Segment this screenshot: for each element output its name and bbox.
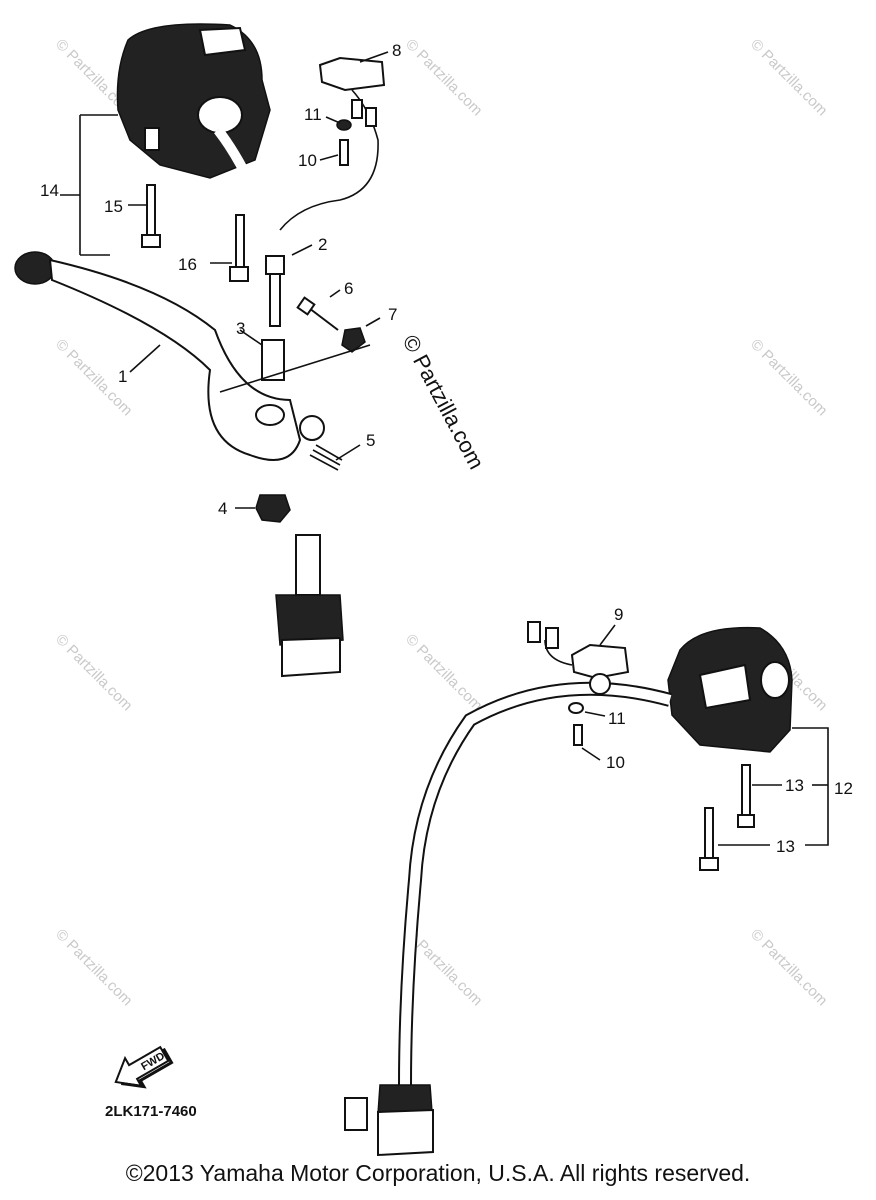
callout-2: 2 xyxy=(318,235,327,254)
right-switch-assembly xyxy=(344,621,793,1157)
left-leaders xyxy=(60,51,389,509)
watermark: © Partzilla.com xyxy=(747,36,830,119)
watermark: © Partzilla.com xyxy=(402,631,485,714)
callout-10a: 10 xyxy=(298,151,317,170)
callout-10b: 10 xyxy=(606,753,625,772)
watermark: © Partzilla.com xyxy=(747,336,830,419)
copyright-notice: ©2013 Yamaha Motor Corporation, U.S.A. A… xyxy=(125,1160,751,1186)
part-code: 2LK171-7460 xyxy=(105,1103,197,1120)
callout-15: 15 xyxy=(104,197,123,216)
callout-7: 7 xyxy=(388,305,397,324)
callout-12: 12 xyxy=(834,779,853,798)
callout-16: 16 xyxy=(178,255,197,274)
right-leaders xyxy=(581,624,829,846)
callout-3: 3 xyxy=(236,319,245,338)
callout-8: 8 xyxy=(392,41,401,60)
watermark: © Partzilla.com xyxy=(52,926,135,1009)
watermark: © Partzilla.com xyxy=(747,926,830,1009)
callout-5: 5 xyxy=(366,431,375,450)
callouts: 1 2 3 4 5 6 7 8 9 10 10 11 11 12 13 13 1… xyxy=(40,41,853,856)
callout-13a: 13 xyxy=(785,776,804,795)
callout-11a: 11 xyxy=(304,105,322,124)
callout-13b: 13 xyxy=(776,837,795,856)
watermark: © Partzilla.com xyxy=(402,36,485,119)
callout-9: 9 xyxy=(614,605,623,624)
watermark-center: © Partzilla.com xyxy=(398,331,490,474)
watermark: © Partzilla.com xyxy=(52,631,135,714)
left-switch-assembly xyxy=(14,23,386,678)
forward-arrow-icon: FWD xyxy=(114,1045,174,1089)
callout-6: 6 xyxy=(344,279,353,298)
callout-4: 4 xyxy=(218,499,227,518)
callout-14: 14 xyxy=(40,181,59,200)
callout-1: 1 xyxy=(118,367,127,386)
callout-11b: 11 xyxy=(608,709,626,728)
